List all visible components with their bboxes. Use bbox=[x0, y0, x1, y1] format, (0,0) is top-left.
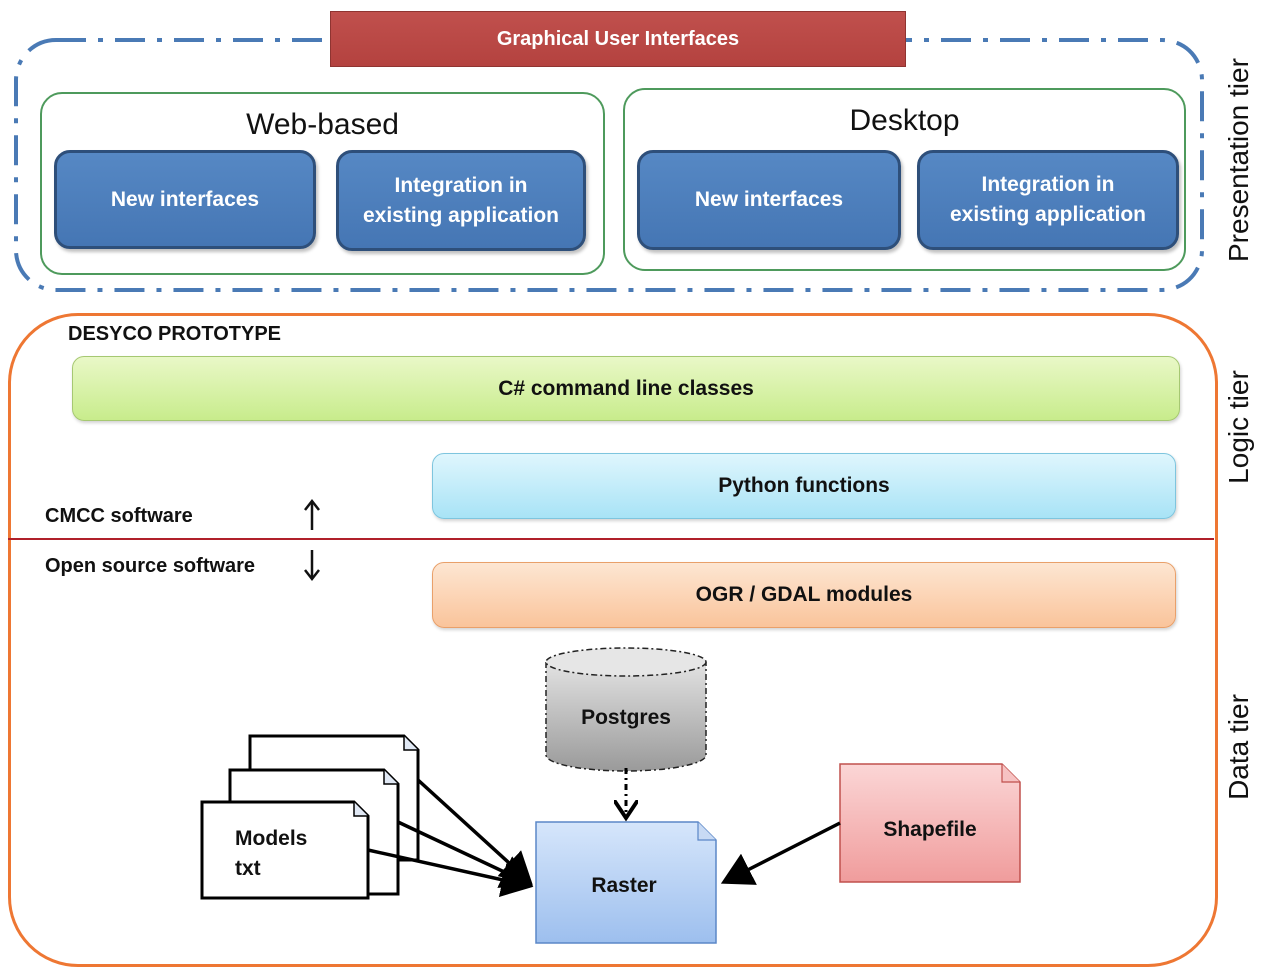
cmcc-software-label: CMCC software bbox=[45, 505, 193, 527]
python-functions-label: Python functions bbox=[718, 474, 890, 497]
web-based-title: Web-based bbox=[246, 108, 399, 141]
ogr-gdal-label: OGR / GDAL modules bbox=[695, 583, 913, 606]
csharp-classes-bar: C# command line classes bbox=[72, 356, 1180, 421]
ogr-gdal-bar: OGR / GDAL modules bbox=[432, 562, 1176, 628]
open-source-label: Open source software bbox=[45, 555, 256, 577]
models-label-line2: txt bbox=[235, 857, 261, 880]
web-based-group: Web-based New interfaces Integration in … bbox=[40, 92, 605, 275]
raster-file: Raster bbox=[535, 821, 717, 944]
models-label-line1: Models bbox=[235, 827, 307, 850]
shapefile-to-raster-arrow bbox=[720, 821, 841, 885]
desktop-new-interfaces-label: New interfaces bbox=[694, 188, 844, 211]
desktop-integration-line1: Integration in bbox=[981, 173, 1115, 196]
python-functions-bar: Python functions bbox=[432, 453, 1176, 519]
models-to-raster-arrow-1 bbox=[416, 778, 533, 885]
presentation-tier-label: Presentation tier bbox=[1223, 58, 1254, 262]
arrow-up-icon bbox=[304, 498, 320, 530]
web-integration-line1: Integration in bbox=[394, 173, 528, 197]
shapefile-label: Shapefile bbox=[883, 818, 976, 841]
desyco-prototype-frame bbox=[8, 313, 1218, 967]
raster-label: Raster bbox=[591, 874, 656, 897]
csharp-classes-label: C# command line classes bbox=[498, 376, 754, 400]
web-integration-box: Integration in existing application bbox=[336, 150, 586, 251]
gui-banner: Graphical User Interfaces bbox=[330, 11, 906, 67]
desktop-title: Desktop bbox=[849, 104, 960, 137]
desktop-new-interfaces-box: New interfaces bbox=[637, 150, 901, 250]
arrow-down-icon bbox=[304, 550, 320, 582]
web-new-interfaces-box: New interfaces bbox=[54, 150, 316, 249]
data-tier-label: Data tier bbox=[1223, 694, 1254, 800]
postgres-cylinder: Postgres bbox=[545, 647, 707, 772]
desktop-integration-line2: existing application bbox=[949, 203, 1147, 226]
web-integration-line2: existing application bbox=[362, 203, 560, 227]
postgres-label: Postgres bbox=[581, 706, 671, 729]
data-flow-diagram: Postgres Models txt Raster Shapefile bbox=[200, 647, 1021, 944]
shapefile-file: Shapefile bbox=[839, 763, 1021, 883]
web-new-interfaces-label: New interfaces bbox=[110, 187, 260, 211]
logic-tier-label: Logic tier bbox=[1223, 370, 1254, 484]
models-files-stack: Models txt bbox=[200, 734, 420, 900]
desktop-group: Desktop New interfaces Integration in ex… bbox=[623, 88, 1186, 271]
prototype-label: DESYCO PROTOTYPE bbox=[68, 323, 282, 345]
software-divider bbox=[8, 538, 1214, 540]
models-to-raster-arrow-3 bbox=[367, 848, 534, 898]
desktop-integration-box: Integration in existing application bbox=[917, 150, 1179, 250]
